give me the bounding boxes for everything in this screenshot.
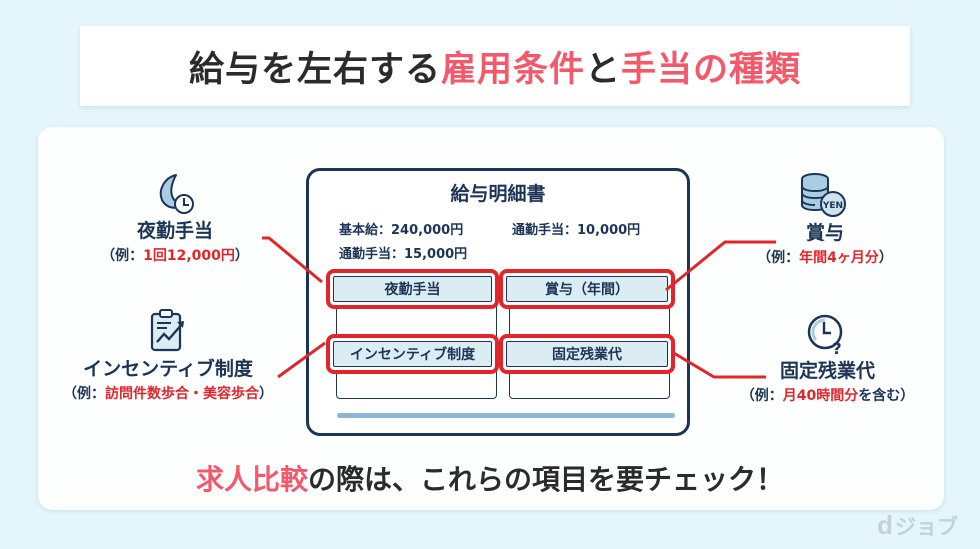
- title-text-2: と: [585, 49, 622, 90]
- title-text-1: 給与を左右する: [188, 49, 441, 90]
- bonus-example: （例：年間4ヶ月分）: [735, 247, 915, 267]
- example-suffix: ）: [878, 250, 893, 266]
- title-highlight-2: 手当の種類: [621, 49, 802, 90]
- item-night-shift: 夜勤手当: [326, 269, 499, 309]
- night-shift-label: 夜勤手当: [136, 220, 213, 242]
- example-highlight: 年間4ヶ月分: [799, 250, 879, 266]
- side-item-incentive: インセンティブ制度 （例：訪問件数歩合・美容歩合）: [28, 308, 308, 403]
- bottom-text: の際は、これらの項目を要チェック！: [308, 463, 785, 496]
- incentive-example: （例：訪問件数歩合・美容歩合）: [28, 383, 308, 403]
- title-highlight-1: 雇用条件: [440, 49, 585, 90]
- item-bonus-label: 賞与（年間）: [506, 276, 668, 302]
- moon-clock-icon: [159, 174, 194, 214]
- page-title: 給与を左右する雇用条件と手当の種類: [189, 41, 801, 92]
- payslip-card: 給与明細書 基本給：240,000円 通勤手当：10,000円 通勤手当：15,…: [306, 168, 690, 436]
- example-prefix: （例：: [757, 250, 800, 266]
- example-highlight: 月40時間分: [782, 388, 859, 404]
- item-fixed-overtime: 固定残業代: [499, 334, 675, 374]
- example-suffix: を含む）: [858, 388, 915, 404]
- incentive-label: インセンティブ制度: [83, 358, 253, 380]
- example-highlight: 訪問件数歩合・美容歩合: [105, 386, 259, 402]
- pay-line-base-salary: 基本給：240,000円: [339, 223, 464, 238]
- bottom-highlight: 求人比較: [195, 463, 308, 496]
- fixed-overtime-example: （例：月40時間分を含む）: [715, 385, 940, 405]
- payslip-title: 給与明細書: [450, 183, 546, 205]
- bottom-message: 求人比較の際は、これらの項目を要チェック！: [0, 458, 980, 498]
- title-banner: 給与を左右する雇用条件と手当の種類: [80, 26, 910, 106]
- pay-line-commute-2: 通勤手当：15,000円: [339, 247, 468, 262]
- clipboard-chart-icon: [150, 309, 184, 352]
- fixed-overtime-label: 固定残業代: [779, 360, 875, 382]
- item-incentive-label: インセンティブ制度: [333, 341, 492, 367]
- example-prefix: （例：: [740, 388, 783, 404]
- svg-text:?: ?: [832, 339, 841, 356]
- side-item-fixed-overtime: ? 固定残業代 （例：月40時間分を含む）: [715, 312, 940, 405]
- side-item-night-shift: 夜勤手当 （例：1回12,000円）: [80, 172, 270, 265]
- side-item-bonus: YEN 賞与 （例：年間4ヶ月分）: [735, 172, 915, 267]
- night-shift-example: （例：1回12,000円）: [80, 245, 270, 265]
- logo-mark: d: [877, 510, 893, 540]
- example-suffix: ）: [259, 386, 273, 402]
- yen-coins-icon: YEN: [801, 173, 846, 217]
- item-incentive: インセンティブ制度: [326, 334, 499, 374]
- svg-text:YEN: YEN: [822, 201, 843, 211]
- djob-logo: d ジョブ: [877, 510, 958, 541]
- example-prefix: （例：: [63, 386, 105, 402]
- example-highlight: 1回12,000円: [143, 248, 235, 264]
- item-night-shift-label: 夜勤手当: [333, 276, 492, 302]
- payslip-footer-bar: [337, 413, 675, 418]
- item-fixed-overtime-label: 固定残業代: [506, 341, 668, 367]
- example-prefix: （例：: [101, 248, 144, 264]
- logo-text: ジョブ: [895, 514, 958, 539]
- bonus-label: 賞与: [805, 222, 844, 244]
- item-bonus: 賞与（年間）: [499, 269, 675, 309]
- clock-question-icon: ?: [807, 314, 843, 356]
- pay-line-commute-1: 通勤手当：10,000円: [512, 223, 641, 238]
- example-suffix: ）: [234, 248, 249, 264]
